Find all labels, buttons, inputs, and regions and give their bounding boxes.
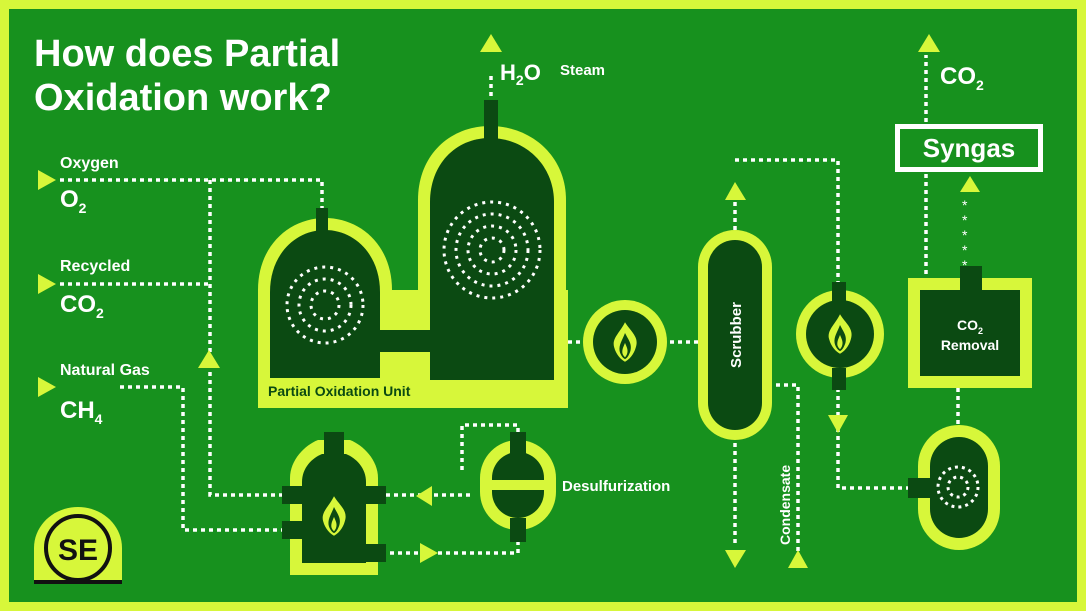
svg-text:*: * (962, 242, 968, 258)
arrow-icon (828, 415, 848, 433)
heater (282, 432, 386, 575)
swirl-icon (936, 465, 980, 509)
arrow-icon (416, 486, 432, 506)
cooler-2 (796, 282, 884, 390)
svg-text:*: * (962, 212, 968, 228)
syngas-box-inner (900, 129, 1038, 167)
logo-icon: SE (34, 507, 122, 584)
cooler-1 (583, 300, 667, 384)
arrow-icon (38, 274, 56, 294)
svg-text:*: * (962, 227, 968, 243)
logo-text: SE (58, 534, 98, 567)
arrow-icon (198, 350, 220, 368)
arrow-icon (480, 34, 502, 52)
co2-removal-line-1: CO2 (957, 317, 983, 336)
arrow-icon (960, 176, 980, 192)
svg-text:*: * (962, 197, 968, 213)
steam-formula: H2O (500, 60, 541, 88)
title-line-1: How does Partial (34, 33, 340, 75)
oxygen-label: Oxygen (60, 155, 119, 172)
arrow-icon (725, 182, 746, 200)
desulfurization-label: Desulfurization (562, 478, 670, 495)
recycled-formula: CO2 (60, 291, 104, 321)
swirl-icon (285, 200, 542, 345)
arrow-icon (38, 170, 56, 190)
co2-removal-unit: CO2 Removal (908, 266, 1032, 388)
recycled-label: Recycled (60, 258, 130, 275)
arrow-icon (38, 377, 56, 397)
pou-label: Partial Oxidation Unit (268, 383, 411, 399)
partial-oxidation-unit: Partial Oxidation Unit (258, 100, 568, 408)
svg-text:*: * (962, 257, 968, 273)
natural-gas-formula: CH4 (60, 397, 103, 427)
title-line-2: Oxidation work? (34, 77, 332, 119)
steam-label: Steam (560, 62, 605, 79)
condensate-label: Condensate (777, 465, 793, 545)
co2-removal-line-2: Removal (941, 337, 999, 353)
natural-gas-label: Natural Gas (60, 362, 150, 379)
arrow-icon (420, 543, 438, 563)
oxygen-formula: O2 (60, 186, 87, 216)
small-reactor (908, 425, 1000, 550)
scrubber-label: Scrubber (728, 302, 745, 368)
desulfurization-unit (480, 432, 556, 542)
co2-output-formula: CO2 (940, 63, 984, 93)
syngas-label: Syngas (923, 133, 1016, 163)
scrubber: Scrubber (698, 230, 772, 440)
arrow-icon (788, 550, 808, 568)
arrow-icon (725, 550, 746, 568)
flow-arrows (38, 34, 980, 568)
arrow-icon (918, 34, 940, 52)
